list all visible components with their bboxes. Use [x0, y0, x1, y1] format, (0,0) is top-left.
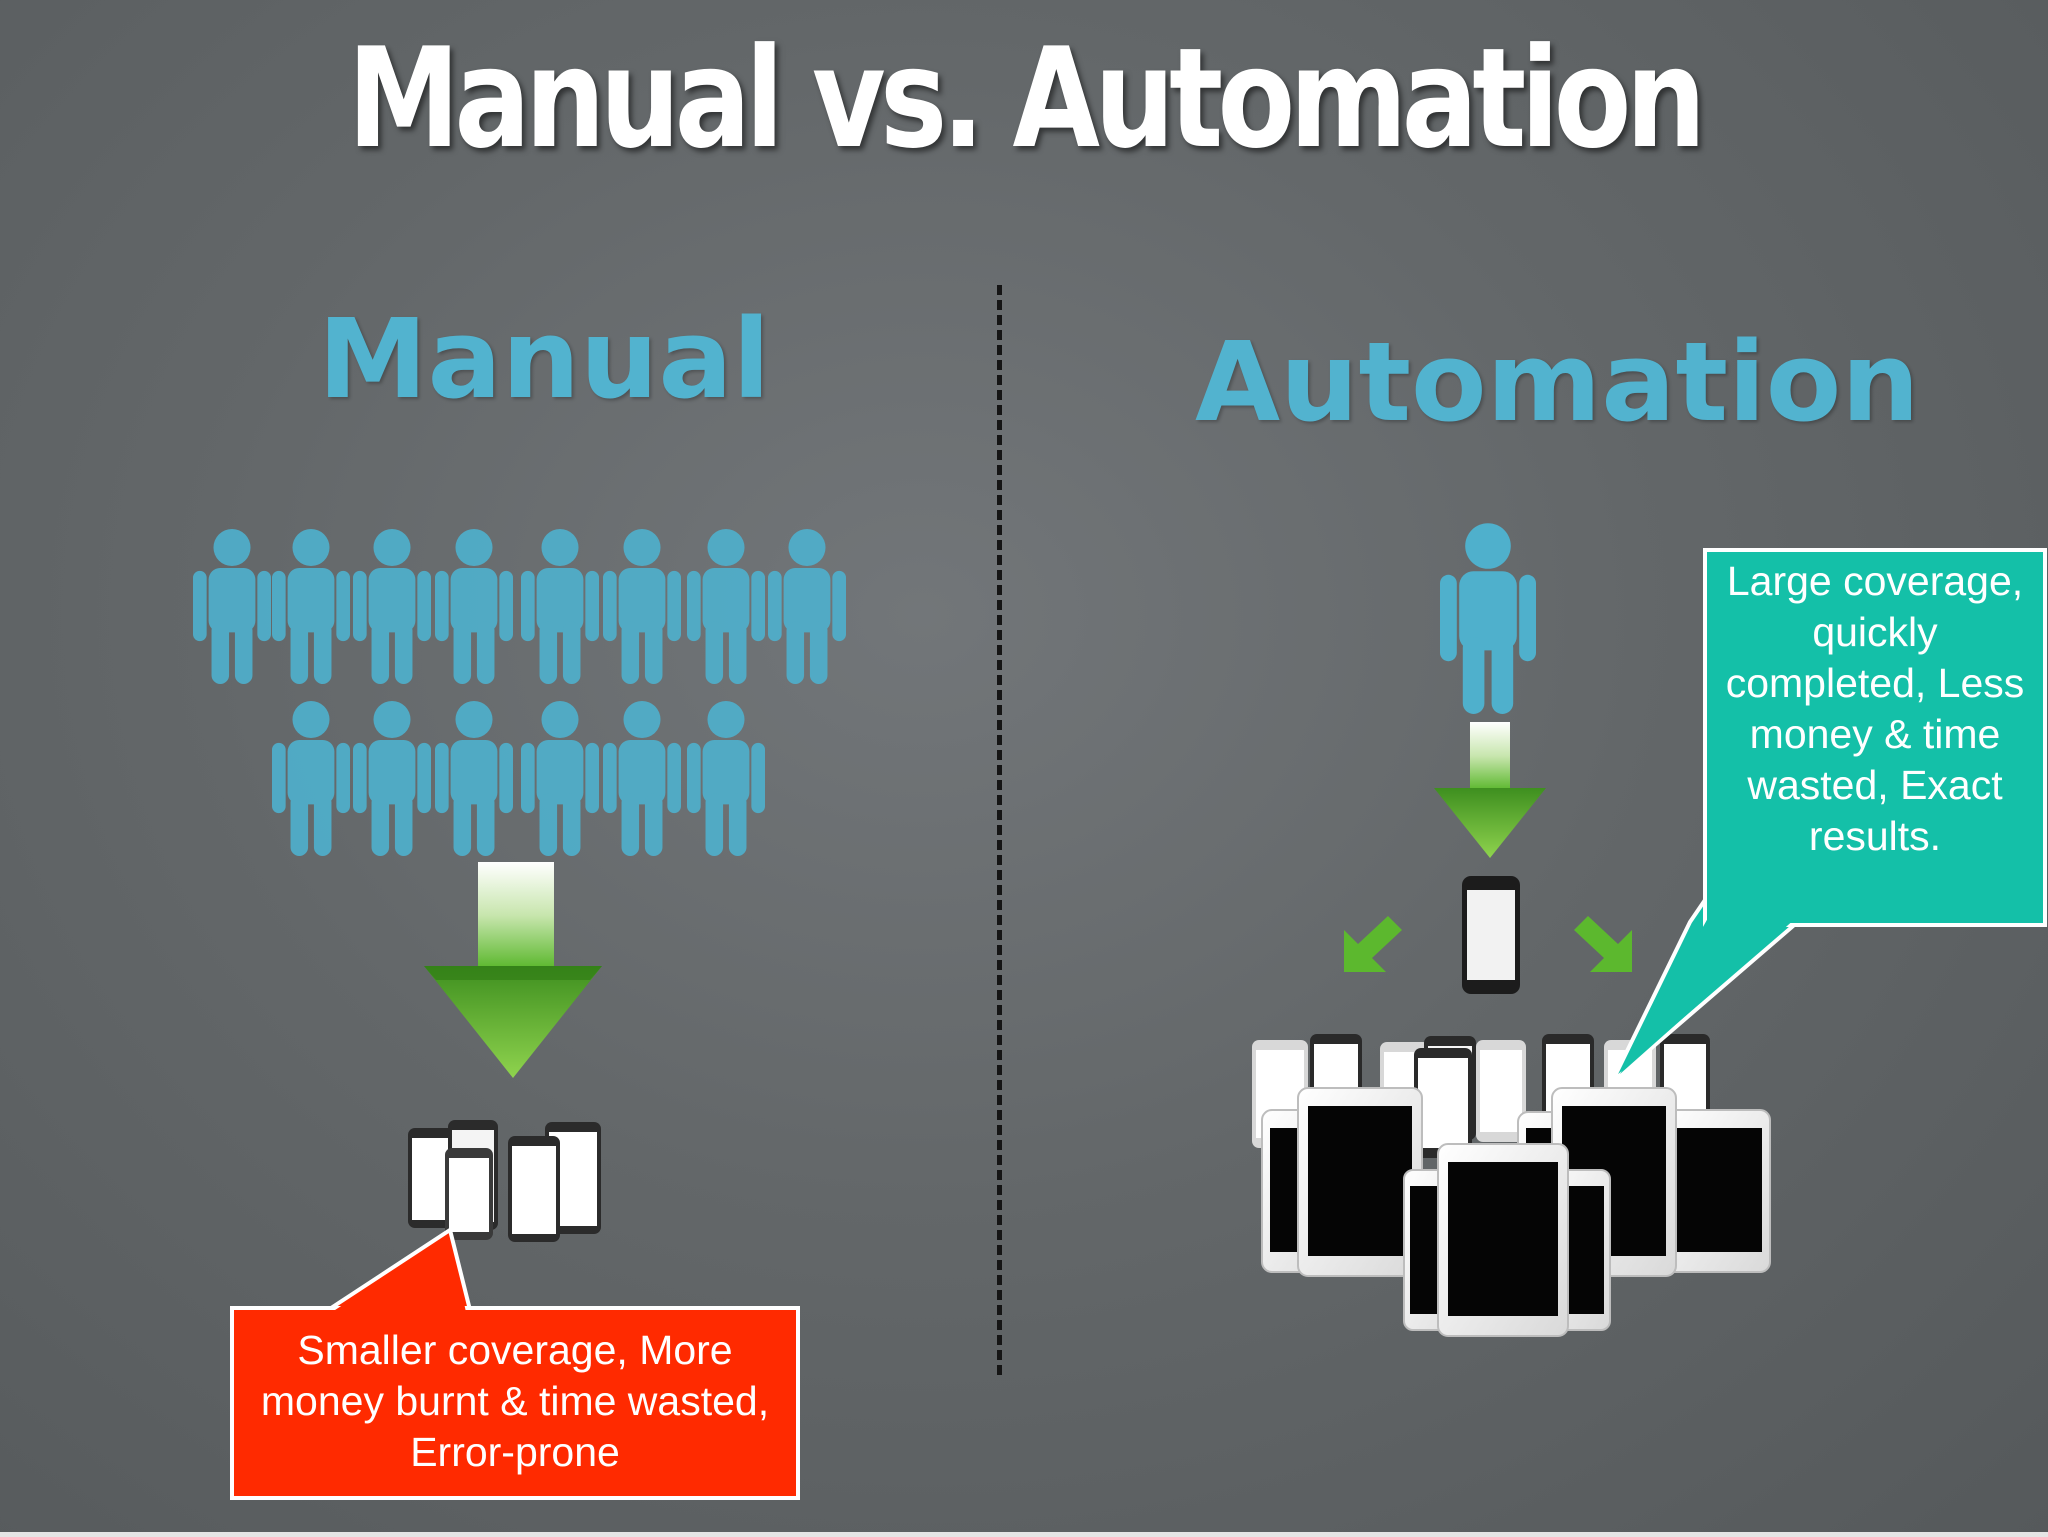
down-arrow-icon [1434, 722, 1546, 858]
automation-devices [1252, 1034, 1771, 1337]
person-icon [687, 528, 765, 684]
phone-icon [1476, 1040, 1526, 1142]
phone-icon [445, 1148, 493, 1240]
manual-testers [193, 528, 846, 856]
manual-callout [230, 1226, 800, 1500]
page-title: Manual vs. Automation [347, 18, 1706, 179]
person-icon [435, 528, 513, 684]
person-icon [193, 528, 271, 684]
person-icon [353, 528, 431, 684]
person-icon [272, 528, 350, 684]
person-icon [435, 700, 513, 856]
diagonal-arrow-left-icon [1344, 916, 1402, 972]
person-icon [272, 700, 350, 856]
tablet-icon [1297, 1087, 1423, 1277]
person-icon [687, 700, 765, 856]
diagonal-arrow-right-icon [1574, 916, 1632, 972]
tablet-icon [1661, 1109, 1771, 1273]
automation-callout [1610, 548, 2047, 1084]
person-icon [521, 528, 599, 684]
person-icon [521, 700, 599, 856]
manual-devices [408, 1120, 601, 1242]
person-icon [603, 528, 681, 684]
person-icon [768, 528, 846, 684]
tablet-icon [1437, 1143, 1569, 1337]
person-icon [353, 700, 431, 856]
down-arrow-icon [424, 862, 602, 1078]
person-icon [1440, 523, 1536, 714]
center-divider [997, 285, 1002, 1375]
phone-icon [508, 1136, 560, 1242]
automation-heading: Automation [1195, 318, 1920, 446]
phone-icon [1462, 876, 1520, 994]
automation-callout-text: Large coverage, quickly completed, Less … [1725, 558, 2025, 859]
manual-heading: Manual [318, 295, 771, 423]
person-icon [603, 700, 681, 856]
manual-callout-text: Smaller coverage, More money burnt & tim… [260, 1327, 770, 1475]
automation-tester [1440, 523, 1536, 714]
footer-strip [0, 1532, 2048, 1537]
phone-icon [1414, 1048, 1472, 1158]
